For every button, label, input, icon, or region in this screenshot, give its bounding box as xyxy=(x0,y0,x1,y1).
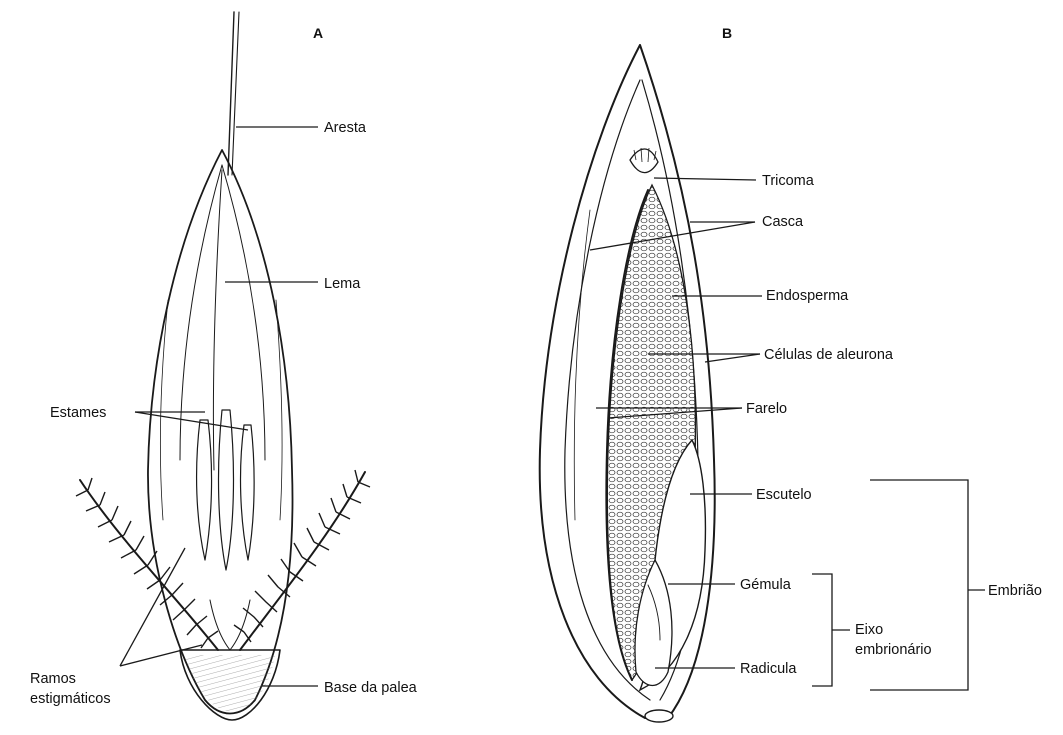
label-celulas-de-aleurona: Células de aleurona xyxy=(764,347,894,363)
panel-a-floret-illustration xyxy=(76,12,370,720)
label-aresta: Aresta xyxy=(324,120,367,136)
label-gemula: Gémula xyxy=(740,577,792,593)
leader-celulas-2 xyxy=(705,354,760,362)
label-casca: Casca xyxy=(762,214,804,230)
label-endosperma: Endosperma xyxy=(766,288,849,304)
panel-b-grain-illustration xyxy=(540,45,715,722)
leader-tricoma xyxy=(654,178,756,180)
label-radicula: Radicula xyxy=(740,661,797,677)
label-estames: Estames xyxy=(50,405,106,421)
label-embriao: Embrião xyxy=(988,583,1042,599)
label-escutelo: Escutelo xyxy=(756,487,812,503)
leader-ramos-1 xyxy=(120,548,185,666)
label-eixo: Eixo xyxy=(855,622,883,638)
panel-b-letter: B xyxy=(722,25,732,41)
label-lema: Lema xyxy=(324,276,361,292)
panel-a-letter: A xyxy=(313,25,323,41)
label-tricoma: Tricoma xyxy=(762,173,815,189)
label-embrionario: embrionário xyxy=(855,642,932,658)
label-farelo: Farelo xyxy=(746,401,787,417)
bracket-embriao xyxy=(870,480,968,690)
label-base-da-palea: Base da palea xyxy=(324,680,418,696)
bracket-eixo-embrionario xyxy=(812,574,832,686)
label-ramos: Ramos xyxy=(30,671,76,687)
label-estigmaticos: estigmáticos xyxy=(30,691,111,707)
